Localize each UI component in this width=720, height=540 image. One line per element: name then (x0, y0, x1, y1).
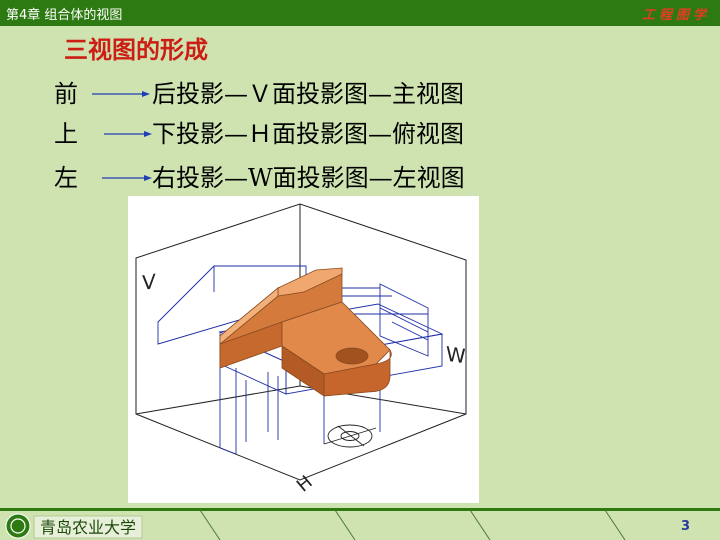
logo-text: 青岛农业大学 (40, 518, 136, 537)
header-bar: 第4章 组合体的视图 工程图学 (0, 0, 720, 26)
course-title: 工程图学 (641, 8, 710, 23)
footer-decoration (199, 510, 626, 540)
slide-title: 三视图的形成 (64, 36, 208, 64)
row-desc: 右投影—W面投影图—左视图 (152, 164, 465, 192)
arrow-icon (104, 131, 152, 137)
arrow-icon (102, 175, 152, 181)
row-word: 左 (54, 164, 78, 192)
projection-diagram: V W H (135, 203, 467, 497)
chapter-title: 第4章 组合体的视图 (6, 8, 123, 23)
row-front: 前 后投影—Ｖ面投影图—主视图 (54, 74, 654, 108)
university-logo: 青岛农业大学 (5, 513, 143, 539)
footer: 青岛农业大学 3 (0, 504, 720, 540)
footer-divider (0, 508, 720, 511)
page-number: 3 (680, 519, 690, 534)
row-desc: 下投影—Ｈ面投影图—俯视图 (152, 120, 464, 148)
h-plane-label: H (293, 472, 317, 497)
w-plane-label: W (446, 342, 466, 369)
v-plane-label: V (142, 269, 156, 295)
row-desc: 后投影—Ｖ面投影图—主视图 (152, 80, 464, 108)
arrow-icon (92, 91, 150, 97)
three-view-figure: V W H (128, 196, 479, 503)
row-word: 上 (54, 120, 78, 148)
row-left: 左 右投影—W面投影图—左视图 (54, 158, 654, 192)
row-word: 前 (54, 80, 78, 108)
row-top: 上 下投影—Ｈ面投影图—俯视图 (54, 114, 654, 148)
